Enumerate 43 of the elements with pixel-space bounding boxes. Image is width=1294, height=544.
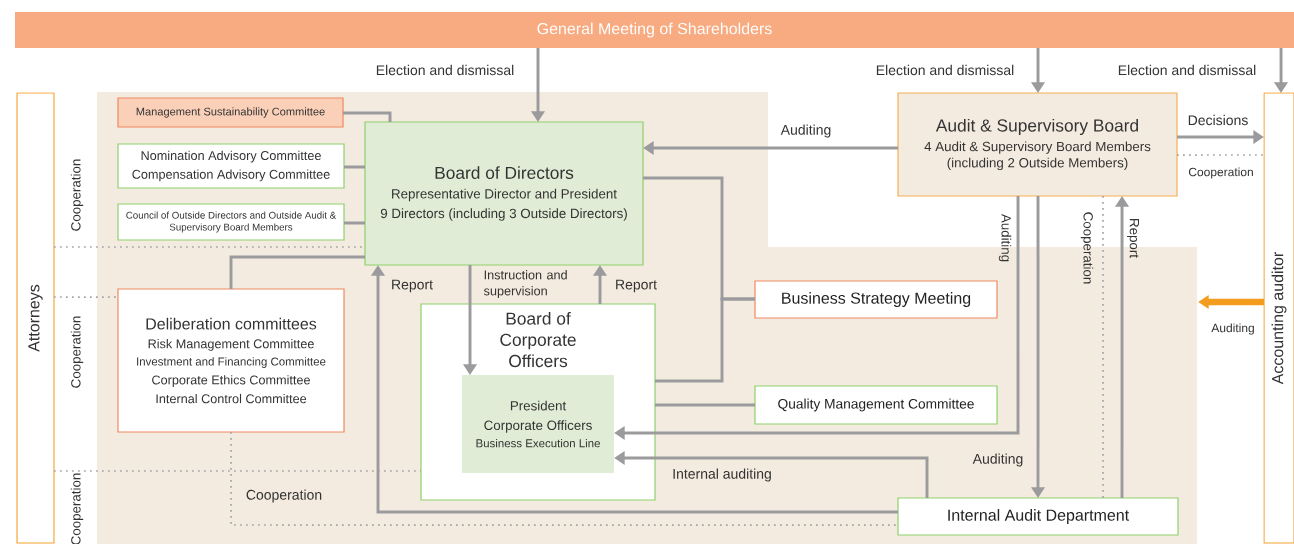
dotted-line — [53, 296, 119, 298]
dotted-line — [1176, 154, 1265, 156]
dotted-line — [1102, 195, 1104, 499]
dotted-line — [230, 431, 899, 526]
edge-label: Auditing — [972, 453, 1023, 467]
committee-box: Deliberation committees Risk Management Committee Investment and Financing Committee Corporate Ethics Committee Internal Control Committee — [117, 288, 345, 433]
edge-label: Cooperation — [70, 159, 84, 231]
edge-label: Election and dismissal — [876, 64, 1014, 76]
edge-label: Election and dismissal — [1118, 64, 1256, 76]
committee-box: Management Sustainability Committee — [117, 97, 344, 128]
connector-line — [343, 111, 392, 122]
edge-label: Report — [616, 279, 657, 293]
committee-box: Nomination Advisory Committee Compensation Advisory Committee — [117, 143, 345, 189]
board-box: Board of Directors Representative Director and President 9 Directors (including 3 Outside Directors) — [364, 121, 644, 266]
connector-line — [229, 255, 365, 289]
board-box: Audit & Supervisory Board 4 Audit & Supervisory Board Members (including 2 Outside Members) — [897, 92, 1178, 197]
edge-label: Report — [392, 279, 433, 293]
edge-label: Internal auditing — [673, 468, 771, 482]
execution-box: President Corporate Officers Business Execution Line — [462, 375, 614, 473]
edge-label: Decisions — [1188, 114, 1248, 126]
side-box: Attorneys — [16, 92, 55, 544]
dotted-line — [53, 470, 422, 472]
edge-label: Report — [1127, 219, 1139, 258]
edge-label: Cooperation — [246, 489, 322, 503]
connector-line — [655, 297, 755, 383]
edge-label: Cooperation — [1080, 212, 1094, 284]
edge-label: Auditing — [1211, 323, 1254, 335]
edge-label: Cooperation — [70, 316, 84, 388]
edge-label: Auditing — [780, 124, 831, 138]
connector-line — [344, 165, 365, 169]
edge-label: Cooperation — [1188, 167, 1253, 179]
meeting-box: Business Strategy Meeting — [754, 280, 998, 319]
edge-label: Instruction and supervision — [483, 270, 567, 298]
edge-label: Auditing — [998, 213, 1012, 262]
side-box: Accounting auditor — [1263, 92, 1294, 544]
connector-line — [344, 221, 365, 225]
edge-label: Cooperation — [70, 473, 84, 544]
department-box: Internal Audit Department — [897, 497, 1179, 536]
committee-box: Quality Management Committee — [754, 385, 998, 425]
header-band: General Meeting of Shareholders — [15, 12, 1294, 48]
connector-line — [655, 403, 755, 407]
edge-label: Election and dismissal — [376, 64, 514, 76]
committee-box: Council of Outside Directors and Outside Audit & Supervisory Board Members — [117, 203, 345, 241]
